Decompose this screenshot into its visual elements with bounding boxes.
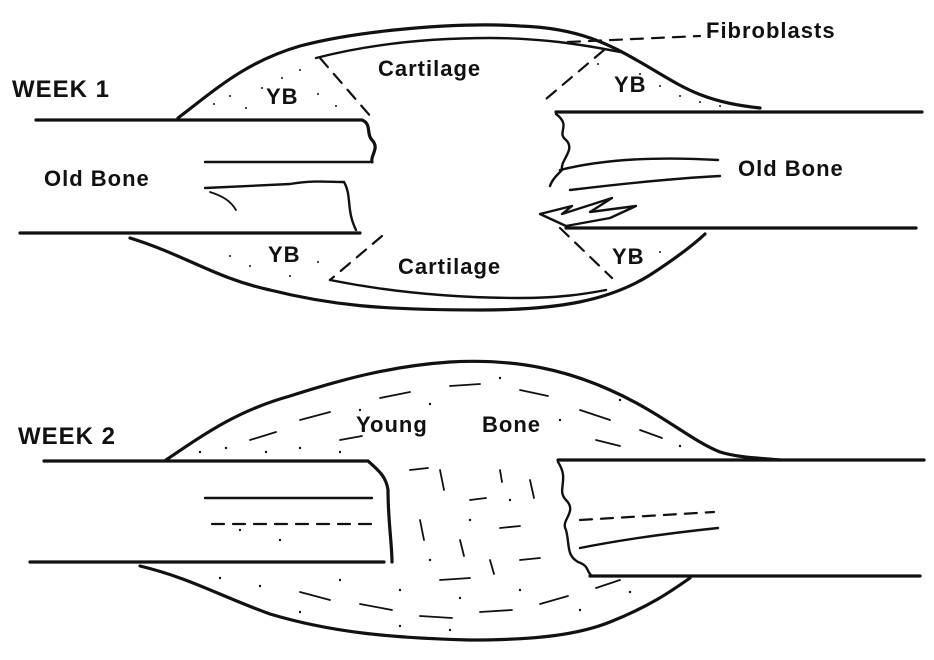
week2-illustration: [30, 361, 924, 640]
week1-right-spike: [540, 198, 636, 226]
week1-dash-top-left: [320, 58, 372, 118]
week1-right-fracture-edge: [550, 114, 569, 186]
week2-stipple: [199, 377, 721, 631]
week1-title: WEEK 1: [12, 78, 110, 102]
week1-dash-bottom-right: [560, 228, 612, 278]
old-bone-right-label: Old Bone: [738, 158, 844, 180]
week1-left-bone-top: [36, 120, 375, 162]
yb-top-left-label: YB: [266, 86, 299, 108]
week2-left-bone-top: [44, 461, 392, 562]
week2-title: WEEK 2: [18, 425, 116, 449]
young-label: Young: [356, 414, 428, 436]
week1-dash-bottom-left: [330, 236, 382, 280]
yb-bottom-left-label: YB: [268, 244, 301, 266]
week1-right-medulla-bottom: [570, 176, 720, 190]
yb-bottom-right-label: YB: [612, 246, 645, 268]
week1-left-medulla-bottom: [205, 182, 356, 231]
week1-inner-arc-bottom: [330, 280, 606, 298]
old-bone-left-label: Old Bone: [44, 168, 150, 190]
week2-callus-top-outline: [166, 361, 780, 460]
week2-right-medulla-bottom: [580, 528, 718, 548]
fibroblasts-label: Fibroblasts: [706, 20, 836, 42]
week1-right-medulla-top: [560, 158, 718, 170]
week2-trabecular-pattern: [250, 384, 662, 618]
week1-left-fragment: [210, 192, 236, 210]
cartilage-bottom-label: Cartilage: [398, 256, 501, 278]
yb-top-right-label: YB: [614, 74, 647, 96]
week1-dash-top-right: [540, 50, 604, 104]
bone-label: Bone: [482, 414, 541, 436]
cartilage-top-label: Cartilage: [378, 58, 481, 80]
week2-right-medulla-dashed: [580, 512, 714, 520]
